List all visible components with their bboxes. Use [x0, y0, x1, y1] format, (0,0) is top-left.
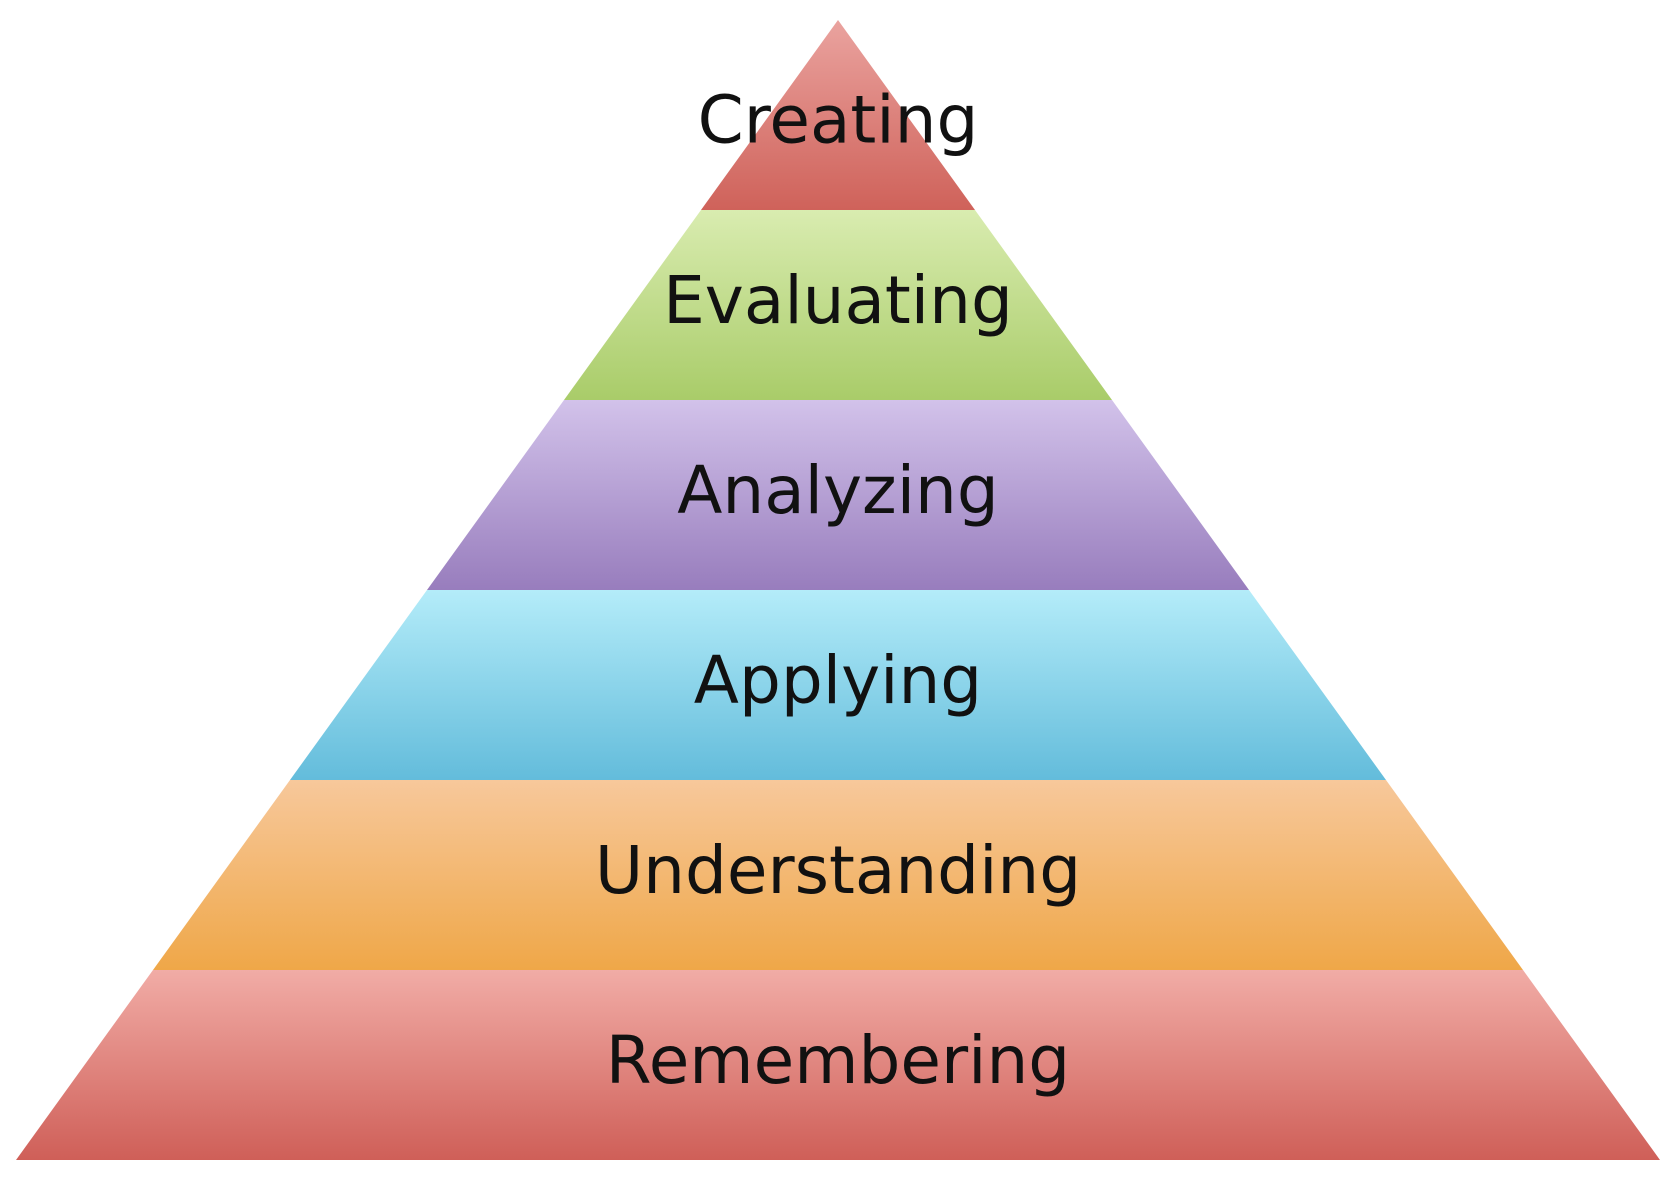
level-understanding-band — [153, 780, 1523, 970]
level-applying-label: Applying — [694, 642, 982, 719]
level-analyzing-band — [427, 400, 1249, 590]
level-creating: Creating — [698, 20, 979, 210]
level-applying-band — [290, 590, 1386, 780]
level-understanding-label: Understanding — [595, 832, 1081, 909]
level-remembering-band — [16, 970, 1660, 1160]
level-understanding: Understanding — [153, 780, 1523, 970]
level-analyzing-label: Analyzing — [677, 452, 999, 529]
level-analyzing: Analyzing — [427, 400, 1249, 590]
level-remembering: Remembering — [16, 970, 1660, 1160]
level-evaluating-label: Evaluating — [663, 262, 1013, 339]
level-creating-band — [701, 20, 975, 210]
level-applying: Applying — [290, 590, 1386, 780]
level-creating-label: Creating — [698, 82, 979, 159]
level-remembering-label: Remembering — [606, 1022, 1070, 1099]
level-evaluating-band — [564, 210, 1112, 400]
level-evaluating: Evaluating — [564, 210, 1112, 400]
